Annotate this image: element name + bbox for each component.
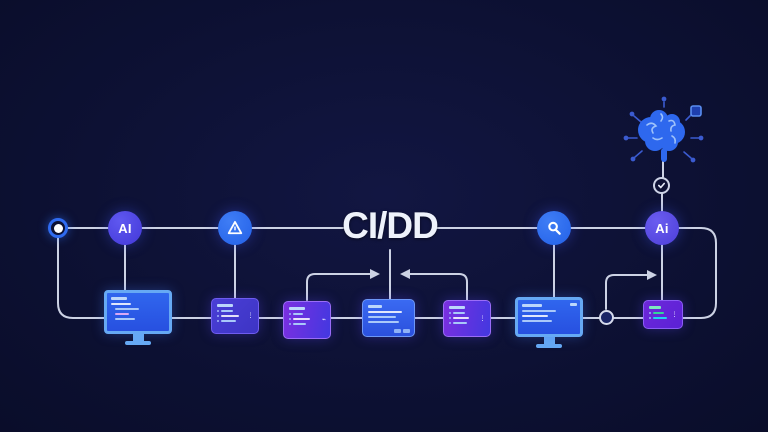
pipeline-start-node <box>48 218 68 238</box>
monitor-right-screen <box>515 297 583 337</box>
magnifier-icon <box>547 221 561 235</box>
pipeline-card-ai: ⋮ <box>643 300 683 329</box>
monitor-right-icon <box>515 297 583 348</box>
ai-node-left-label: AI <box>118 220 132 236</box>
junction-node <box>599 310 614 325</box>
search-node <box>537 211 571 245</box>
monitor-left-screen <box>104 290 172 334</box>
start-dot-icon <box>53 223 63 233</box>
monitor-left-icon <box>104 290 172 345</box>
pipeline-card: ⋮ <box>443 300 491 337</box>
pipeline-title: CI/DD <box>342 205 439 246</box>
alert-node <box>218 211 252 245</box>
ai-node-right: Ai <box>645 211 679 245</box>
pipeline-card: ⌁ <box>283 301 331 339</box>
triangle-alert-icon <box>227 220 243 235</box>
checkpoint-node <box>653 177 670 194</box>
card-glyph-icon: ⌁ <box>321 316 326 324</box>
card-glyph-icon: ⋮ <box>671 311 678 318</box>
ai-brain-icon <box>623 96 704 163</box>
card-glyph-icon: ⋮ <box>247 312 254 320</box>
pipeline-card: ⋮ <box>211 298 259 334</box>
card-glyph-icon: ⋮ <box>479 315 486 322</box>
check-icon <box>657 182 666 189</box>
spark-square-icon <box>690 105 702 117</box>
pipeline-card-center <box>362 299 415 337</box>
ai-node-right-label: Ai <box>655 220 669 236</box>
ai-node-left: AI <box>108 211 142 245</box>
card-buttons <box>394 329 410 333</box>
